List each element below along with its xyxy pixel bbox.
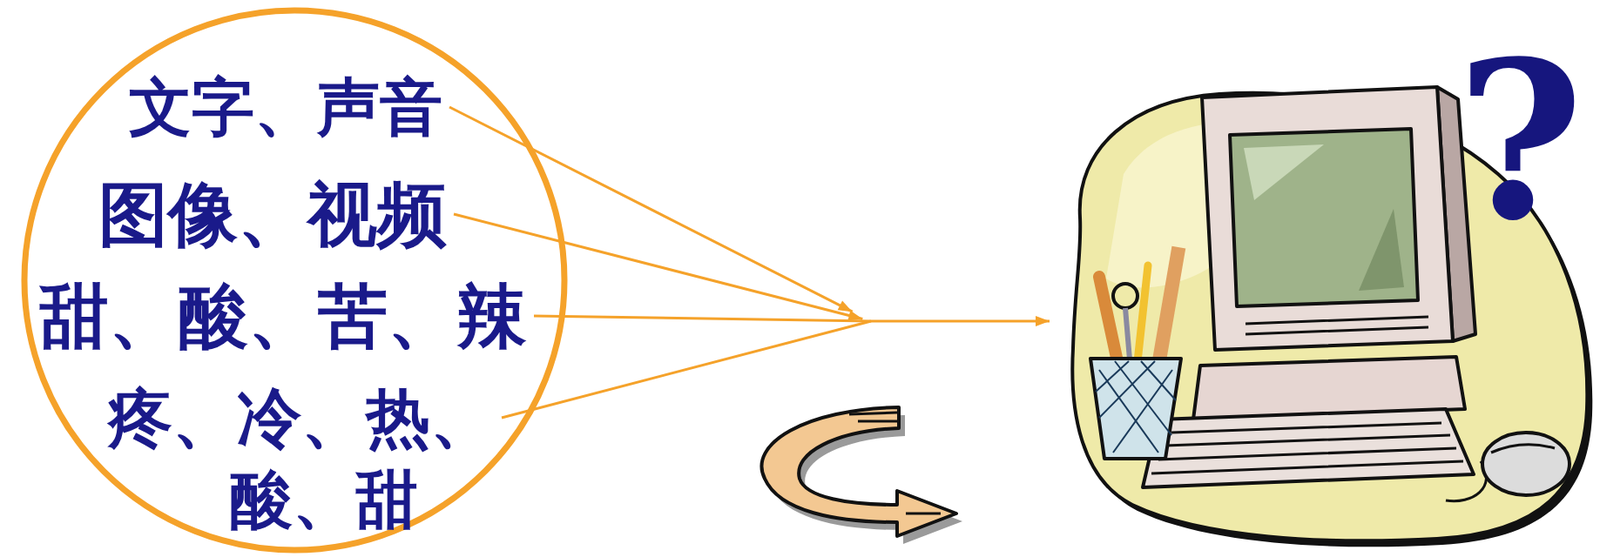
mouse-button [1491,445,1555,453]
curved-arrow-streak [849,412,941,514]
screen-glare [1243,144,1324,201]
scissors-loop [1113,283,1138,309]
sense-text: 甜、酸、苦、辣 [39,281,527,352]
arrow-head [837,301,853,313]
circle-node: 文字、声音图像、视频甜、酸、苦、辣疼、冷、热、酸、甜 [20,6,568,554]
ruler [1158,254,1178,366]
keyboard [1142,409,1474,488]
pencil [1136,265,1148,371]
curved-arrow [761,407,957,537]
sense-text: 酸、甜 [229,468,419,532]
mouse-cable [1445,461,1486,502]
circle-outline [24,10,565,551]
screen [1229,128,1418,307]
arrow-head [1035,316,1050,327]
screen-shade [1358,209,1405,291]
sense-text: 疼、冷、热、 [108,385,495,451]
pen-cup [1090,358,1182,460]
sense-text: 图像、视频 [98,179,447,250]
sense-text: 文字、声音 [128,75,443,139]
monitor-vents [1245,317,1429,335]
pointer-line [533,316,871,322]
pen-cup-mesh [1095,361,1176,453]
main-arrow [870,320,1050,324]
keyboard-keys [1151,423,1464,474]
mouse [1482,432,1570,496]
arrow-head [847,310,863,322]
question-mark: ? [1456,31,1584,250]
monitor [1201,87,1453,351]
